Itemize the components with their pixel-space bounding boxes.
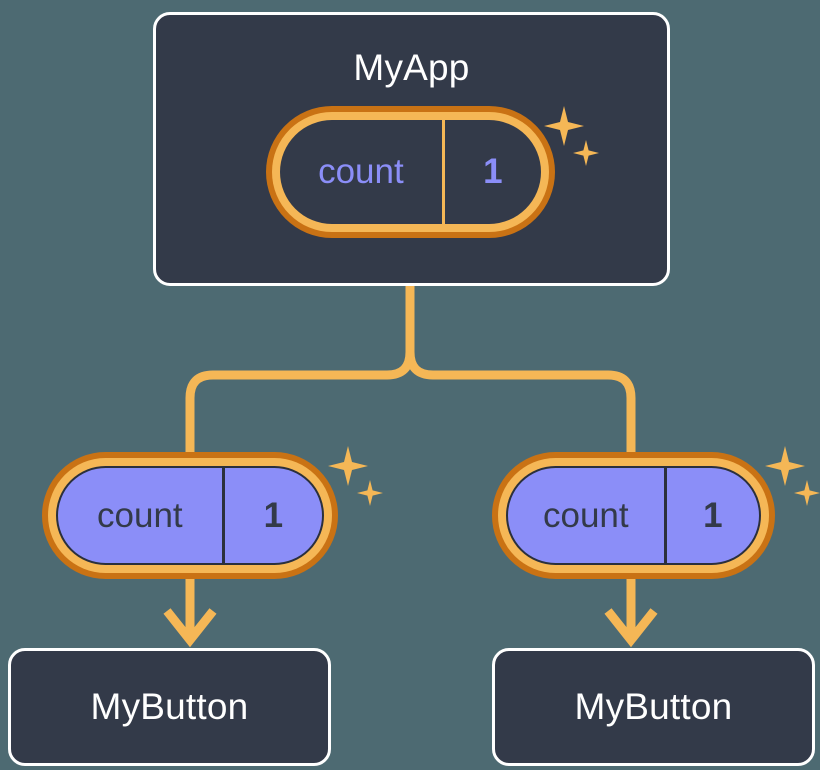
state-pill-branch-left[interactable]: count 1 <box>42 452 338 579</box>
edge-split-to-branch-right <box>405 351 636 452</box>
sparkle-icon <box>794 480 820 506</box>
state-value-branch-right: 1 <box>703 495 723 535</box>
node-card-mybutton-left[interactable]: MyButton <box>8 648 331 766</box>
state-pill-body: count 1 <box>56 466 324 565</box>
sparkle-icon <box>765 446 805 486</box>
card-title-myapp: MyApp <box>353 47 470 88</box>
edge-split-to-branch-left <box>185 351 415 452</box>
node-card-mybutton-right[interactable]: MyButton <box>492 648 815 766</box>
state-key-branch-right: count <box>508 468 667 563</box>
state-pill-ring: count 1 <box>272 112 549 232</box>
state-pill-branch-right[interactable]: count 1 <box>492 452 775 579</box>
arrowhead-right <box>604 608 658 648</box>
card-title-mybutton-left: MyButton <box>90 686 249 727</box>
state-pill-body: count 1 <box>506 466 761 565</box>
sparkle-icon <box>328 446 368 486</box>
sparkle-icon <box>357 480 383 506</box>
state-value-branch-left: 1 <box>263 495 284 535</box>
state-key-branch-left: count <box>58 468 225 563</box>
state-value-myapp: 1 <box>483 152 503 191</box>
state-pill-body: count 1 <box>280 120 541 224</box>
card-title-mybutton-right: MyButton <box>574 686 733 727</box>
state-pill-ring: count 1 <box>48 458 332 573</box>
state-key-myapp: count <box>280 120 445 224</box>
state-pill-myapp[interactable]: count 1 <box>266 106 555 238</box>
arrowhead-left <box>163 608 217 648</box>
state-pill-ring: count 1 <box>498 458 769 573</box>
